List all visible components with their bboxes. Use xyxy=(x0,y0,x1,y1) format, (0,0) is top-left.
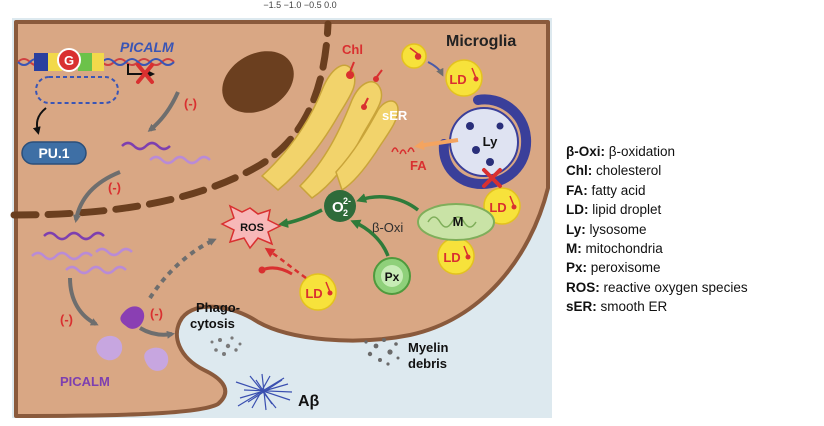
myelin-label-1: Myelin xyxy=(408,340,449,355)
lipid-droplet-1 xyxy=(402,44,426,68)
mitochondria: M xyxy=(418,204,494,240)
chl-head-2 xyxy=(373,76,379,82)
inhibit-label-1: (-) xyxy=(184,96,197,111)
top-axis-ticks: −1.5 −1.0 −0.5 0.0 xyxy=(263,0,336,10)
legend-item: LD: lipid droplet xyxy=(566,200,816,219)
legend-desc: β-oxidation xyxy=(605,144,675,159)
gwas-mark-label: G xyxy=(64,53,74,68)
legend-abbr: β-Oxi: xyxy=(566,144,605,159)
lipid-droplet-5: LD xyxy=(300,274,336,310)
beta-oxi-label: β-Oxi xyxy=(372,220,403,235)
ld-label-2: LD xyxy=(449,72,466,87)
ser-label: sER xyxy=(382,108,408,123)
legend-abbr: ROS: xyxy=(566,280,600,295)
legend-desc: lipid droplet xyxy=(589,202,662,217)
legend-desc: reactive oxygen species xyxy=(600,280,748,295)
microglia-diagram: −1.5 −1.0 −0.5 0.0 G PICALM PU.1 (-) (-)… xyxy=(0,0,560,426)
gene-segment-blue xyxy=(34,53,48,71)
legend-item: ROS: reactive oxygen species xyxy=(566,278,816,297)
legend-desc: fatty acid xyxy=(588,183,646,198)
legend-desc: mitochondria xyxy=(582,241,663,256)
legend-item: FA: fatty acid xyxy=(566,181,816,200)
legend-abbr: sER: xyxy=(566,299,597,314)
abeta-label: Aβ xyxy=(298,393,320,410)
peroxisome: Px xyxy=(374,258,410,294)
pu1-label: PU.1 xyxy=(38,145,69,161)
legend-desc: cholesterol xyxy=(592,163,661,178)
myelin-label-2: debris xyxy=(408,356,447,371)
chl-head-3 xyxy=(361,104,367,110)
ld-label-4: LD xyxy=(443,250,460,265)
ld-label-5: LD xyxy=(305,286,322,301)
legend-abbr: Ly: xyxy=(566,222,586,237)
chl-label: Chl xyxy=(342,42,363,57)
legend-desc: peroxisome xyxy=(587,260,661,275)
microglia-label: Microglia xyxy=(446,33,516,50)
legend-item: M: mitochondria xyxy=(566,239,816,258)
lipid-head-red xyxy=(259,267,266,274)
legend-abbr: Chl: xyxy=(566,163,592,178)
o2-superscript: 2- xyxy=(343,196,351,206)
px-label: Px xyxy=(385,270,400,284)
gene-segment-yellow-2 xyxy=(92,53,104,71)
inhibit-label-4: (-) xyxy=(150,306,163,321)
phagocytosis-label-1: Phago- xyxy=(196,300,240,315)
inhibit-label-3: (-) xyxy=(60,312,73,327)
legend-item: Chl: cholesterol xyxy=(566,161,816,180)
lipid-droplet-4: LD xyxy=(438,238,474,274)
legend-item: β-Oxi: β-oxidation xyxy=(566,142,816,161)
inhibit-label-2: (-) xyxy=(108,180,121,195)
legend-item: sER: smooth ER xyxy=(566,297,816,316)
legend-abbr: FA: xyxy=(566,183,588,198)
phagocytosis-label-2: cytosis xyxy=(190,316,235,331)
o2-subscript: 2 xyxy=(343,208,348,218)
legend-item: Px: peroxisome xyxy=(566,258,816,277)
picalm-protein-label: PICALM xyxy=(60,374,110,389)
ros-label: ROS xyxy=(240,222,264,234)
legend-abbr: M: xyxy=(566,241,582,256)
ld-label-3: LD xyxy=(489,200,506,215)
legend-abbr: LD: xyxy=(566,202,589,217)
lipid-droplet-2: LD xyxy=(446,60,482,96)
legend-abbr: Px: xyxy=(566,260,587,275)
superoxide: O 2- 2 xyxy=(324,190,356,222)
legend-desc: lysosome xyxy=(586,222,647,237)
mito-label: M xyxy=(453,214,464,229)
legend-item: Ly: lysosome xyxy=(566,220,816,239)
ly-label: Ly xyxy=(483,134,498,149)
picalm-gene-label: PICALM xyxy=(120,39,174,55)
legend-desc: smooth ER xyxy=(597,299,668,314)
fa-label: FA xyxy=(410,158,427,173)
